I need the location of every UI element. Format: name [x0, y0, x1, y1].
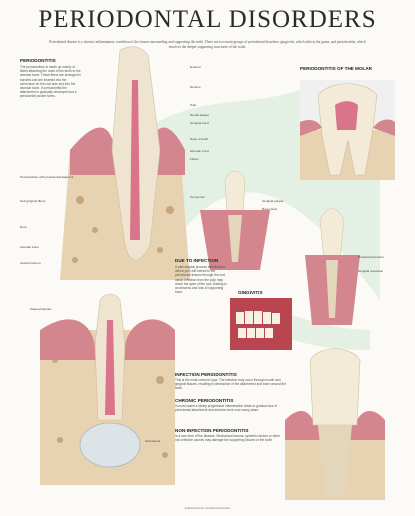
abscess-tooth-section [40, 293, 175, 485]
right-tooth [319, 208, 345, 261]
periodontitis-text: The periodontium is made up mainly of fi… [20, 65, 81, 99]
bone-pore [76, 196, 84, 204]
label-gingival-plaque: Gingival plaque [262, 199, 284, 203]
small-tooth [224, 170, 246, 216]
label-recession: Gingival recession [358, 269, 384, 273]
bone-pore [157, 247, 163, 253]
infection-text: A pathological process affecting the den… [175, 265, 227, 295]
label-granuloma: Granuloma [145, 439, 161, 443]
right-root [326, 260, 338, 318]
bone-pore [92, 227, 98, 233]
molar-pulp [335, 101, 358, 130]
chronic-text: In most cases a slowly progressive infla… [175, 404, 277, 413]
infection-perio-heading: INFECTION PERIODONTITIS [175, 372, 237, 377]
bone-pore [156, 376, 164, 384]
lower-gum [40, 319, 175, 360]
footer-text: Anatomical chart: Periodontal Disorders [184, 507, 231, 510]
page-title: PERIODONTAL DISORDERS [38, 6, 377, 33]
label-cementum: Cementum [190, 195, 206, 199]
molar-heading: PERIODONTITIS OF THE MOLAR [300, 66, 372, 71]
label-apical-foramen: Apical foramen [20, 261, 41, 265]
label-subgingival: Sub-gingival fibers [20, 199, 46, 203]
non-infection-heading: NON-INFECTION PERIODONTITIS [175, 428, 249, 433]
label-plaque-calculus: Plaque/calculus [30, 307, 52, 311]
infection-perio-text: This is the most common type. The infect… [175, 378, 287, 391]
bone-pore [57, 437, 63, 443]
label-neck: Neck of tooth [190, 137, 209, 141]
label-fibers: Fibers [190, 157, 199, 161]
infection-heading: DUE TO INFECTION [175, 258, 219, 263]
small-root [228, 215, 242, 262]
chronic-heading: CHRONIC PERIODONTITIS [175, 398, 234, 403]
tooth-stage-right [305, 208, 360, 325]
gingivitis-photo [230, 298, 292, 350]
intro-text: Periodontal disease is a chronic inflamm… [49, 40, 366, 49]
main-tooth-section [60, 46, 190, 280]
molar-section [300, 80, 395, 180]
tooth-stage-small [200, 170, 270, 270]
label-dental-plaque: Dental plaque [190, 113, 210, 117]
label-alveolar-bone: Alveolar bone [20, 245, 39, 249]
label-root-canal: Root canal [262, 207, 277, 211]
non-infection-text: Is a rare form of the disease. Mechanica… [175, 434, 280, 443]
label-enamel: Enamel [190, 65, 201, 69]
bone-pore [166, 206, 174, 214]
label-dentine: Dentine [190, 85, 201, 89]
label-gingival-crest: Gingival crest [190, 121, 209, 125]
bone-pore [72, 257, 78, 263]
bone-pore [162, 452, 168, 458]
tooth-pulp [130, 80, 140, 240]
recession-crown [309, 348, 361, 426]
label-alveolar-crest: Alveolar crest [190, 149, 209, 153]
label-periodontium: Periodontium with periodontal ligament [20, 175, 74, 179]
recession-root [318, 425, 352, 495]
label-root: Root [20, 225, 27, 229]
molar-gum [300, 119, 395, 136]
abscess [79, 422, 141, 468]
gingivitis-heading: GINGIVITIS [238, 290, 263, 295]
label-pulp: Pulp [190, 103, 197, 107]
recession-tooth-section [285, 348, 385, 500]
label-pocket: Periodontal pocket [358, 255, 384, 259]
periodontitis-heading: PERIODONTITIS [20, 58, 56, 63]
lower-pulp [105, 320, 115, 415]
